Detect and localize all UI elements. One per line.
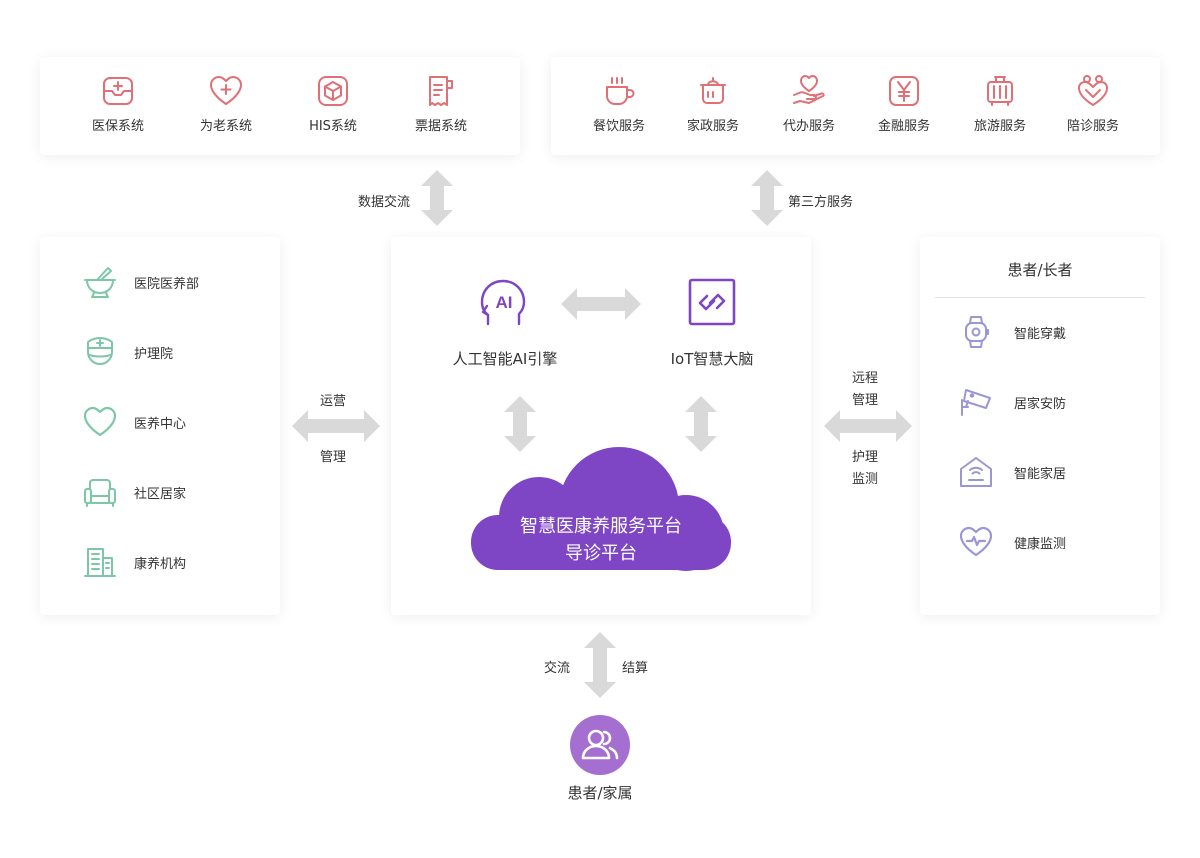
ai-head-icon: AI bbox=[480, 279, 526, 326]
right-panel-title: 患者/长者 bbox=[1007, 261, 1073, 279]
right-item-label: 智能穿戴 bbox=[1014, 326, 1067, 342]
building-icon bbox=[84, 548, 116, 577]
top-item-medical-insurance[interactable]: 医保系统 bbox=[78, 73, 158, 134]
left-item-care-center[interactable]: 医养中心 bbox=[82, 404, 186, 440]
medical-insurance-icon bbox=[103, 77, 133, 105]
right-item-security[interactable]: 居家安防 bbox=[958, 384, 1066, 420]
ai-iot-arrow bbox=[561, 288, 641, 320]
top-item-escort[interactable]: 陪诊服务 bbox=[1053, 73, 1133, 134]
hand-heart-icon bbox=[793, 75, 825, 104]
patient-label: 患者/家属 bbox=[567, 784, 633, 802]
settle-label: 结算 bbox=[622, 661, 649, 676]
iot-brain-icon bbox=[688, 278, 736, 326]
top-item-his-system[interactable]: HIS系统 bbox=[293, 73, 373, 134]
top-item-label: 旅游服务 bbox=[973, 119, 1026, 134]
cube-icon bbox=[318, 76, 348, 106]
left-item-label: 护理院 bbox=[134, 346, 174, 362]
luggage-icon bbox=[987, 76, 1013, 106]
right-item-label: 居家安防 bbox=[1014, 396, 1067, 412]
platform-cloud bbox=[471, 447, 731, 571]
ops-label-bottom: 管理 bbox=[320, 450, 347, 465]
sofa-icon bbox=[84, 479, 116, 507]
top-left-panel: 医保系统 为老系统 HIS系统 票据系统 bbox=[40, 57, 520, 155]
top-item-label: 票据系统 bbox=[414, 119, 467, 134]
right-item-health[interactable]: 健康监测 bbox=[958, 524, 1066, 560]
top-item-travel[interactable]: 旅游服务 bbox=[960, 73, 1040, 134]
top-item-label: 医保系统 bbox=[91, 119, 144, 134]
patient-arrow bbox=[584, 632, 616, 698]
ai-icon-text: AI bbox=[496, 293, 513, 312]
users-icon bbox=[581, 729, 619, 760]
right-item-label: 智能家居 bbox=[1014, 466, 1067, 482]
top-item-label: 陪诊服务 bbox=[1066, 119, 1119, 134]
remote-label-4: 监测 bbox=[852, 472, 879, 487]
data-exchange-label: 数据交流 bbox=[358, 195, 411, 210]
remote-arrow bbox=[824, 410, 912, 442]
yuan-icon bbox=[889, 76, 919, 106]
patient-avatar[interactable] bbox=[570, 715, 630, 775]
ops-arrow bbox=[292, 410, 380, 442]
left-item-label: 医养中心 bbox=[134, 416, 187, 432]
left-item-label: 社区居家 bbox=[134, 486, 187, 502]
top-item-catering[interactable]: 餐饮服务 bbox=[579, 73, 659, 134]
center-panel: AI 人工智能AI引擎 IoT智慧大脑 智慧医康养服务平台 导诊平台 bbox=[391, 237, 811, 615]
platform-title: 智慧医康养服务平台 bbox=[520, 516, 682, 537]
left-panel: 医院医养部 护理院 医养中心 社区居家 康养机构 bbox=[40, 237, 280, 615]
iot-brain-label: IoT智慧大脑 bbox=[670, 350, 754, 368]
remote-label-3: 护理 bbox=[852, 450, 879, 465]
left-item-community[interactable]: 社区居家 bbox=[82, 474, 186, 510]
top-item-label: 代办服务 bbox=[782, 119, 835, 134]
top-item-agency[interactable]: 代办服务 bbox=[769, 73, 849, 134]
top-item-housekeeping[interactable]: 家政服务 bbox=[673, 73, 753, 134]
top-item-receipt-system[interactable]: 票据系统 bbox=[401, 73, 481, 134]
platform-subtitle: 导诊平台 bbox=[565, 543, 637, 564]
top-right-panel: 餐饮服务 家政服务 代办服务 金融服务 旅游服务 陪诊服务 bbox=[551, 57, 1160, 155]
remote-label-2: 管理 bbox=[852, 393, 879, 408]
ai-platform-arrow bbox=[504, 396, 536, 452]
right-panel: 患者/长者 智能穿戴 居家安防 智能家居 健康监测 bbox=[920, 237, 1160, 615]
heart-plus-icon bbox=[210, 76, 242, 105]
ops-label-top: 运营 bbox=[320, 394, 347, 409]
data-exchange-arrow bbox=[421, 170, 453, 226]
top-item-label: 为老系统 bbox=[199, 119, 252, 134]
right-panel-divider bbox=[935, 297, 1145, 298]
top-item-label: HIS系统 bbox=[309, 119, 357, 134]
cup-icon bbox=[606, 77, 635, 105]
left-item-hospital[interactable]: 医院医养部 bbox=[82, 264, 199, 300]
nurse-icon bbox=[87, 337, 113, 365]
camera-icon bbox=[961, 389, 991, 416]
heart-pulse-icon bbox=[959, 526, 993, 557]
top-item-elderly-system[interactable]: 为老系统 bbox=[186, 73, 266, 134]
left-item-nursing-home[interactable]: 护理院 bbox=[82, 334, 173, 370]
exchange-label: 交流 bbox=[544, 661, 571, 676]
right-item-wearable[interactable]: 智能穿戴 bbox=[958, 314, 1066, 350]
iot-platform-arrow bbox=[685, 396, 717, 452]
left-item-institution[interactable]: 康养机构 bbox=[82, 544, 186, 580]
top-item-label: 金融服务 bbox=[877, 119, 930, 134]
top-item-label: 家政服务 bbox=[686, 119, 739, 134]
top-item-finance[interactable]: 金融服务 bbox=[864, 73, 944, 134]
pot-icon bbox=[700, 77, 726, 104]
left-item-label: 康养机构 bbox=[134, 556, 187, 572]
right-item-label: 健康监测 bbox=[1014, 536, 1067, 552]
third-party-label: 第三方服务 bbox=[788, 195, 854, 210]
left-item-label: 医院医养部 bbox=[134, 276, 200, 292]
heart-icon bbox=[83, 406, 117, 437]
mortar-icon bbox=[84, 267, 116, 298]
smart-home-icon bbox=[960, 457, 992, 487]
remote-label-1: 远程 bbox=[852, 371, 879, 386]
ai-engine-label: 人工智能AI引擎 bbox=[452, 350, 558, 368]
watch-icon bbox=[965, 316, 989, 348]
heart-people-icon bbox=[1078, 75, 1108, 106]
top-item-label: 餐饮服务 bbox=[592, 119, 645, 134]
right-item-smart-home[interactable]: 智能家居 bbox=[958, 454, 1066, 490]
receipt-icon bbox=[429, 76, 453, 106]
third-party-arrow bbox=[751, 170, 783, 226]
